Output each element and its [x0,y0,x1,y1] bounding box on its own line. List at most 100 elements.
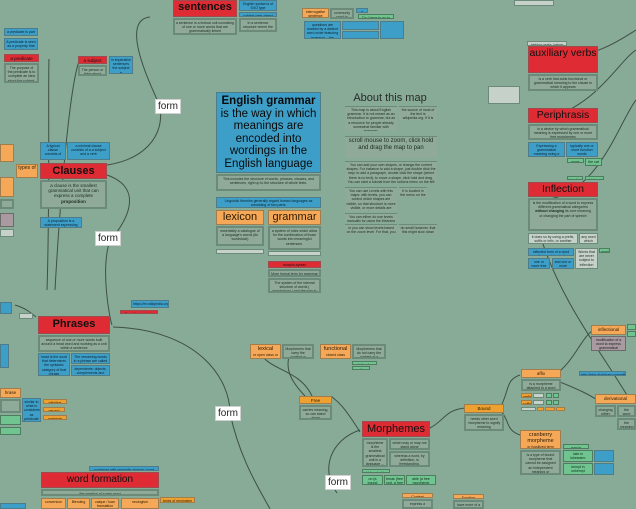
interrogative-note-b [342,31,379,39]
phrases-node[interactable]: Phrases [38,316,110,334]
derivational-node[interactable]: derivational [595,394,636,404]
word-formation-node[interactable]: word formation [41,472,159,488]
central-topic[interactable]: English grammar is the way in which mean… [216,92,321,173]
clauses-desc: a clause is the smallest grammatical uni… [40,180,107,209]
affix-prefix[interactable]: prefix [521,393,532,398]
affix-suffix-desc [533,400,544,405]
functional-label: functional [323,346,348,352]
free-node[interactable]: Free [299,396,332,404]
dictionary-link[interactable]: http://blog.dictionary.com/affixes/ [579,371,626,376]
lexical-desc: Morphemes that carry the content or mean… [282,344,314,359]
cranberry-ex-2: luke in lukewarm [563,450,593,462]
cranberry-note-1 [594,450,614,462]
inflected-form: inflected form of a word often contains … [528,248,574,256]
predicate-note-2: A predicate is seen as a property that a… [4,38,38,50]
affix-other-a [537,407,544,411]
infinitive-phrase[interactable]: infinitive phrase [43,399,67,404]
auxiliary-top: helping verbs, helper verbs [527,41,567,46]
inflection-free-morphemes: one or more free morphemes [528,258,550,269]
morphemes-may: which may or may not stand alone [389,438,430,450]
periphrasis-g4: ship's cat [585,176,604,180]
affix-other [521,407,536,411]
form-link-label-3[interactable]: form [215,406,241,421]
morphosyntax-desc1: More formal term for grammar in a lingui… [268,269,321,277]
predicate-node[interactable]: a predicate [4,54,39,62]
participle-phrase[interactable]: participle phrase [43,415,67,420]
interrogative-inversion: questions are marked by a distinct word … [304,21,341,39]
form-link-label-1[interactable]: form [155,99,181,114]
types-of-label[interactable]: types of [16,164,38,178]
auxiliary-label: auxiliary verbs [529,47,597,59]
clause-type-a[interactable] [0,144,14,162]
clause-type-b[interactable] [0,177,14,197]
affix-node[interactable]: affix [521,369,561,378]
sentences-node[interactable]: sentences [173,0,237,17]
functional-node[interactable]: functional closed class grammatical [320,344,351,359]
constituency-tests[interactable]: Constituency tests [120,310,158,314]
interrogative-node[interactable]: interrogative sentence [302,8,329,18]
about-p1: This map is about English grammar. It is… [345,106,397,131]
phrases-desc: sequence of one or more words built arou… [38,335,110,352]
wiki-constituent-link[interactable]: https://en.wikipedia.org/wiki/Constituen… [131,300,169,308]
form-link-label-4[interactable]: form [325,475,351,490]
clauses-node[interactable]: Clauses [40,163,107,179]
inflectional-node[interactable]: inflectional [591,325,626,335]
function-morphemes[interactable]: Function morphemes [453,494,484,499]
morphemes-desc: morpheme is the smallest grammatical uni… [362,438,388,467]
content-morphemes-desc: express a concrete meaning or content [402,499,433,509]
affix-prefix-ex-1 [546,393,552,398]
inflection-desc-3: or changing the part of speech [539,213,587,218]
cranberry-node[interactable]: cranberry morpheme or fossilized term [520,430,561,449]
clause-note-a [0,199,14,209]
about-p1b: the source of most of the text is wikipe… [399,106,437,120]
periphrasis-g1: more lovely [567,158,584,163]
phrases-note [19,313,33,319]
predicate-note-1: a predicate is part of something [4,28,38,36]
derivational-d3: the meaning [617,418,636,430]
wf-calque[interactable]: calque / loan translation [91,498,119,509]
auxiliary-desc: is a verb that adds functional or gramma… [528,74,598,91]
periphrasis-b2: typically one or more function words [566,142,598,157]
inflection-invariant: Words that are never subject to inflecti… [575,248,598,269]
inflection-desc-1: is the modification of a word to express… [532,201,594,210]
inflection-node[interactable]: Inflection [528,182,598,197]
wf-neologism[interactable]: neologism [121,498,159,509]
functional-desc: Morphemes that do not carry the content … [352,344,386,359]
bound-node[interactable]: Bound [464,404,504,413]
lexical-sub: or open class or free content [253,353,278,358]
phrases-head: head is the word that determines the syn… [38,353,70,376]
wf-blending[interactable]: Blending [67,498,90,509]
clauses-desc-bold: proposition [61,198,86,204]
affix-suffix-ex-2 [553,400,559,405]
subject-node[interactable]: a subject [78,56,107,64]
gerund-phrase[interactable]: gerund phrase [43,407,65,412]
affix-desc: is a morpheme attached to a word stem to… [521,379,561,391]
morphemes-ex-un: un (a bound morpheme signifying 'not') [362,475,383,485]
about-p2: scroll mouse to zoom, click hold and dra… [345,136,437,158]
about-p6: or you can show levels based on the zoom… [345,224,397,234]
lexical-node[interactable]: lexical or open class or free content [250,344,281,359]
cranberry-note-2 [594,463,614,475]
grammar-node[interactable]: grammar [268,210,321,225]
affix-other-c [556,407,565,411]
wf-conversion[interactable]: conversion [41,498,66,509]
interrogative-question: a question [356,8,368,13]
central-title: English grammar [221,95,316,107]
word-formation-desc: the creation of a new word [41,489,159,496]
affix-suffix[interactable]: suffix [521,400,532,405]
inflection-n1: it does so by using a prefix, suffix or … [528,233,578,244]
typical-clause: A typical clause consists of [40,142,66,160]
morphemes-node[interactable]: Morphemes [362,421,430,437]
morphosyntax-node[interactable]: morpho-syntax [268,261,321,268]
interrogative-note-a [342,21,379,30]
wf-types-neologism[interactable]: types of neologism [160,497,195,503]
morphemes-word: whereas a word, by definition, is freest… [389,451,430,467]
verb-phrase-node[interactable]: hrase [0,388,21,398]
periphrasis-node[interactable]: Periphrasis [528,108,598,123]
left-note-phrases-2 [0,344,9,368]
content-morphemes[interactable]: Content morphemes [402,493,433,498]
form-link-label-2[interactable]: form [95,231,121,246]
auxiliary-node[interactable]: auxiliary verbs [528,46,598,73]
lexicon-node[interactable]: lexicon [216,210,264,225]
